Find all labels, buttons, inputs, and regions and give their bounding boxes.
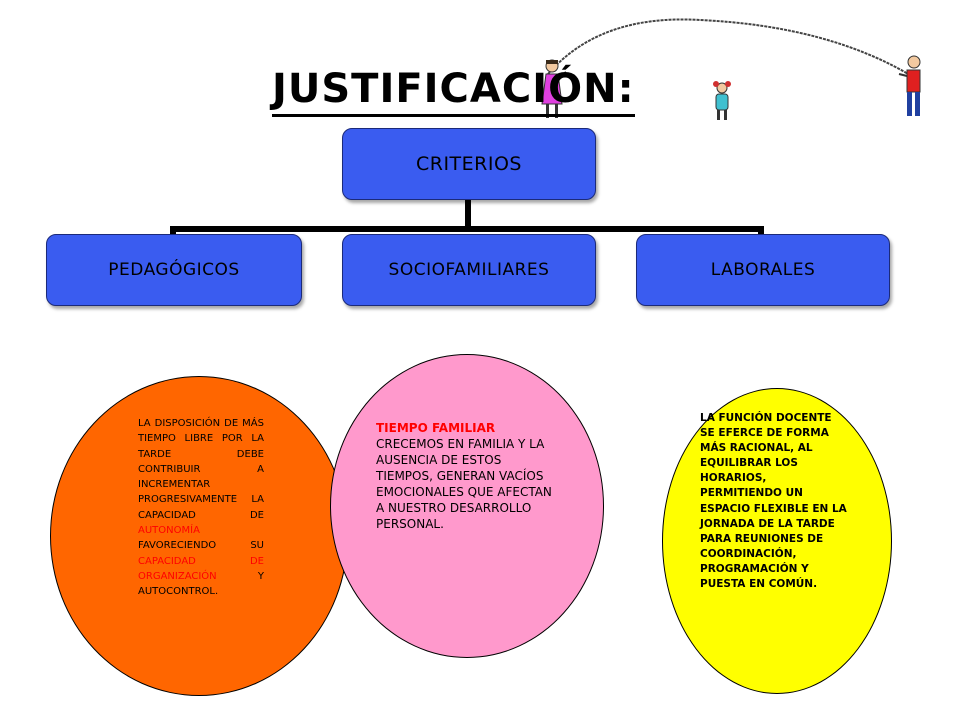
connector-right-drop: [758, 226, 764, 236]
node-laborales-label: LABORALES: [710, 260, 816, 280]
pedagogicos-text-b: FAVORECIENDO SU: [138, 540, 264, 552]
pedagogicos-text-c: Y AUTOCONTROL.: [138, 570, 264, 598]
girl-pink-icon: [541, 59, 567, 118]
node-sociofamiliares: SOCIOFAMILIARES: [342, 234, 596, 306]
page-title: JUSTIFICACIÓN:: [272, 66, 635, 117]
connector-vertical: [465, 198, 471, 230]
root-node-label: CRITERIOS: [415, 153, 522, 175]
root-node-criterios: CRITERIOS: [342, 128, 596, 200]
page-title-text: JUSTIFICACIÓN:: [272, 66, 635, 117]
oval-pedagogicos: [50, 376, 348, 696]
oval-laborales: [662, 388, 892, 694]
pedagogicos-text-a: LA DISPOSICIÓN DE MÁS TIEMPO LIBRE POR L…: [138, 418, 264, 521]
oval-sociofamiliares-text: TIEMPO FAMILIAR CRECEMOS EN FAMILIA Y LA…: [376, 420, 562, 532]
connector-left-drop: [170, 226, 176, 236]
boy-red-icon: [898, 55, 921, 116]
oval-laborales-text: LA FUNCIÓN DOCENTE SE EFERCE DE FORMA MÁ…: [700, 411, 848, 592]
laborales-body: LA FUNCIÓN DOCENTE SE EFERCE DE FORMA MÁ…: [700, 412, 847, 591]
child-cyan-icon: [713, 81, 731, 120]
node-laborales: LABORALES: [636, 234, 890, 306]
oval-sociofamiliares: [330, 354, 604, 658]
oval-pedagogicos-text: LA DISPOSICIÓN DE MÁS TIEMPO LIBRE POR L…: [138, 416, 264, 600]
pedagogicos-highlight-autonomia: AUTONOMÍA: [138, 525, 200, 537]
node-sociofamiliares-label: SOCIOFAMILIARES: [388, 260, 550, 280]
connector-horizontal: [170, 226, 764, 232]
node-pedagogicos-label: PEDAGÓGICOS: [108, 260, 240, 280]
sociofamiliares-body: CRECEMOS EN FAMILIA Y LA AUSENCIA DE EST…: [376, 437, 552, 531]
jump-rope-illustration: [541, 18, 921, 120]
pedagogicos-highlight-organizacion: CAPACIDAD DE ORGANIZACIÓN: [138, 555, 264, 582]
sociofamiliares-heading: TIEMPO FAMILIAR: [376, 421, 496, 435]
node-pedagogicos: PEDAGÓGICOS: [46, 234, 302, 306]
